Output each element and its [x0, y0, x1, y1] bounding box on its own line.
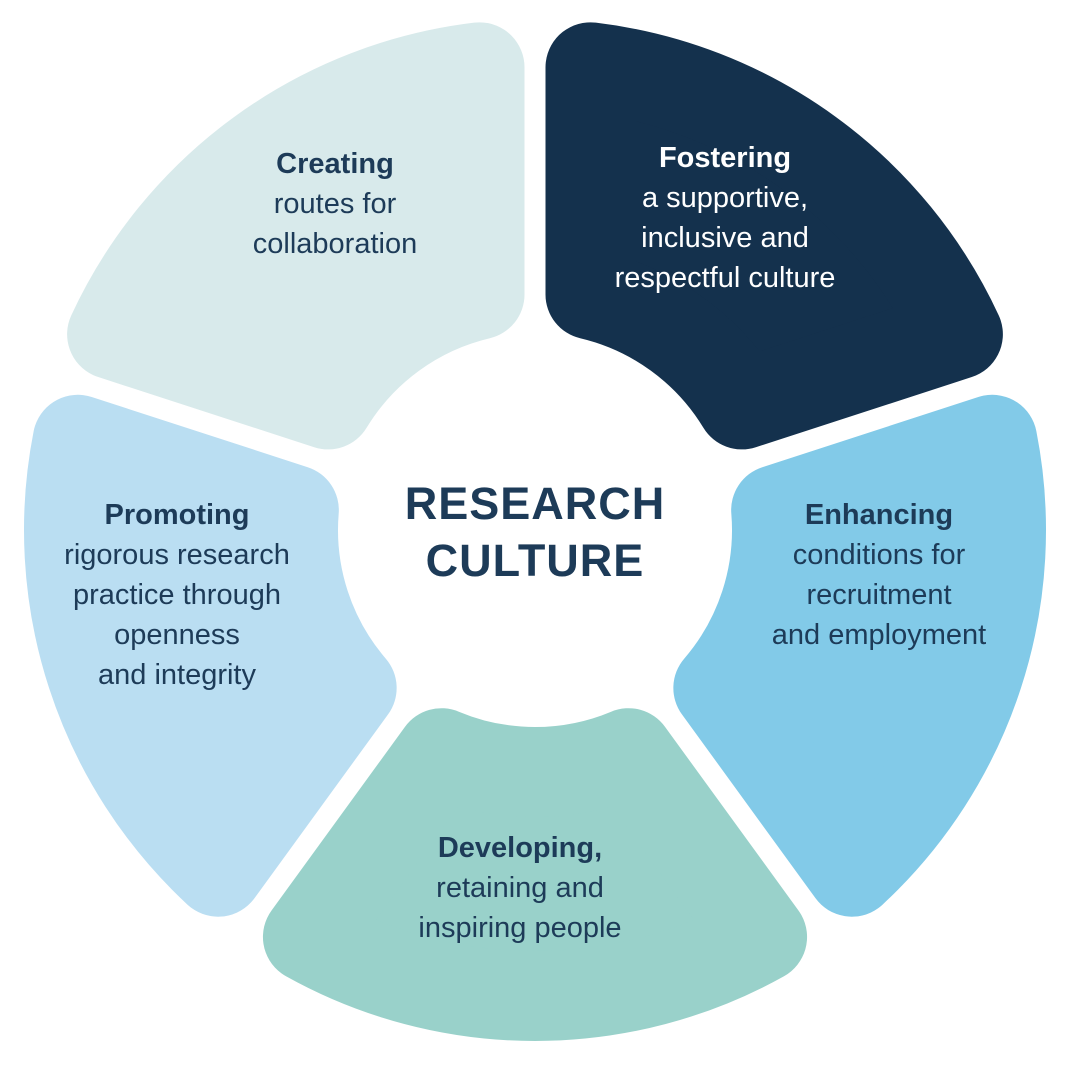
segment-shape-promoting	[24, 394, 397, 917]
segment-body-text: rigorous research practice through openn…	[64, 539, 290, 691]
segment-heading: Creating	[276, 148, 394, 180]
segment-body-text: conditions for recruitment and employmen…	[771, 539, 987, 651]
segment-heading: Promoting	[104, 499, 250, 531]
segment-label-fostering: Fostering a supportive, inclusive and re…	[545, 138, 905, 298]
page-title: RESEARCH CULTURE	[404, 478, 666, 586]
segment-body-text: routes for collaboration	[252, 188, 418, 260]
segment-heading: Developing,	[437, 832, 603, 864]
segment-shape-enhancing	[673, 394, 1046, 917]
segment-shape-developing	[262, 708, 808, 1041]
segment-body-text: a supportive, inclusive and respectful c…	[614, 182, 836, 294]
segment-shape-fostering	[545, 22, 1003, 450]
segment-label-developing: Developing, retaining and inspiring peop…	[340, 828, 700, 948]
segment-label-promoting: Promoting rigorous research practice thr…	[0, 495, 357, 695]
segment-heading: Enhancing	[804, 499, 954, 531]
segment-body-text: retaining and inspiring people	[418, 872, 622, 944]
segment-label-enhancing: Enhancing conditions for recruitment and…	[699, 495, 1059, 655]
segment-label-creating: Creating routes for collaboration	[155, 144, 515, 264]
segment-shape-creating	[67, 22, 525, 450]
segment-heading: Fostering	[658, 142, 792, 174]
